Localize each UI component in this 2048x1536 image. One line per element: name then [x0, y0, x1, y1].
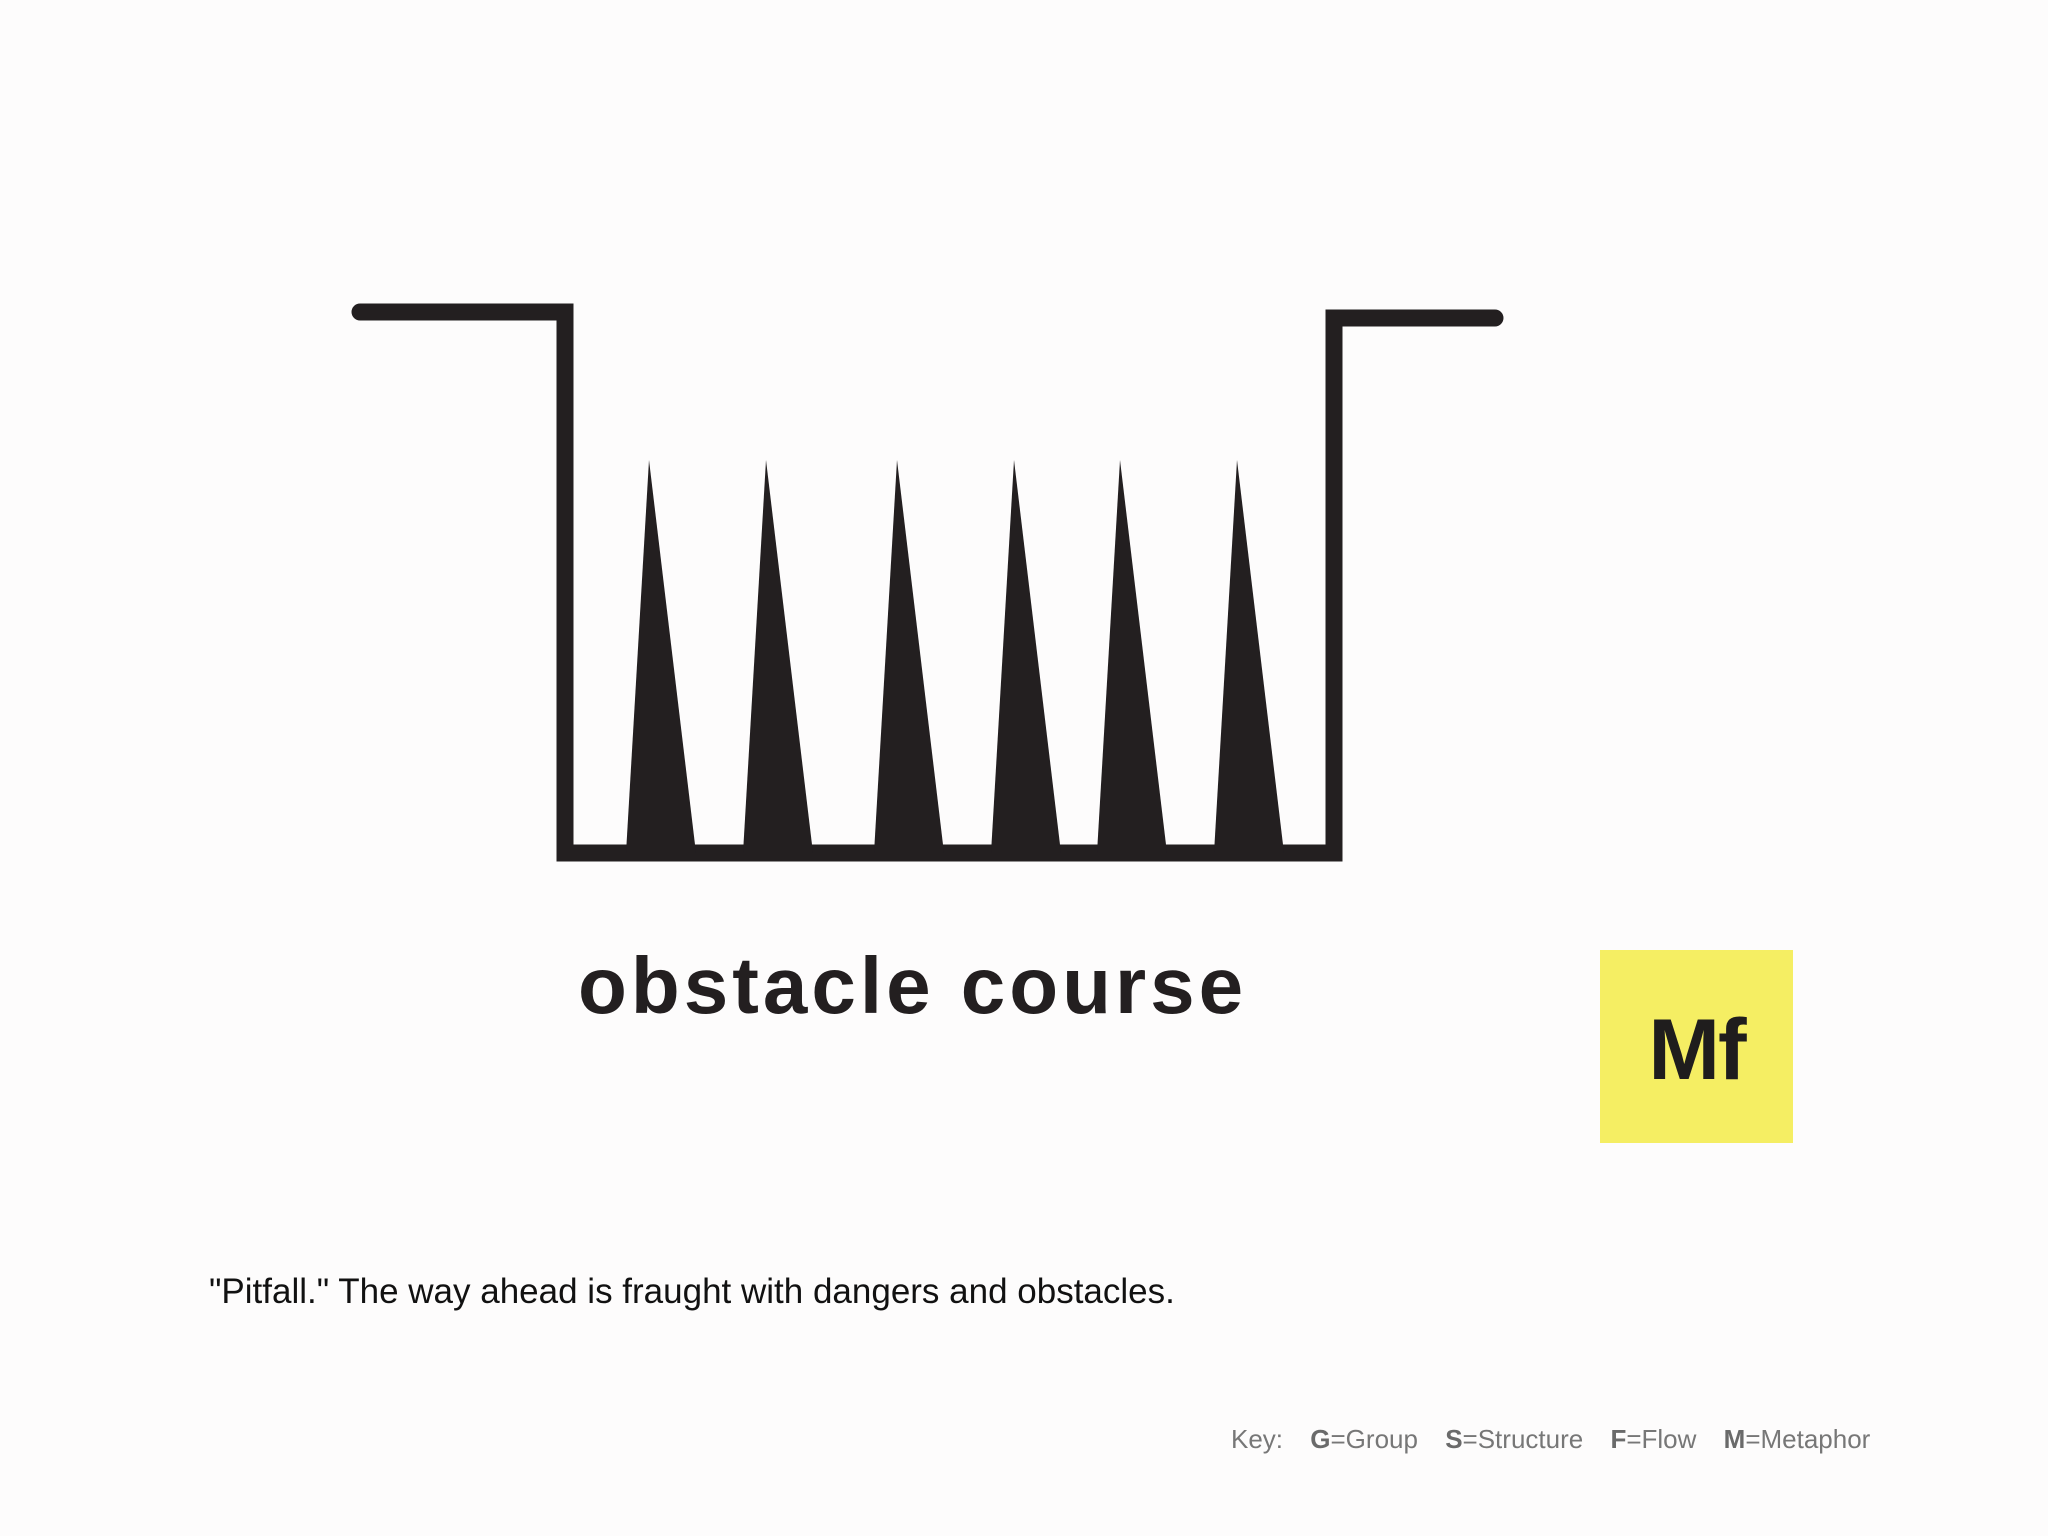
- key-entry-structure: S=Structure: [1445, 1424, 1584, 1454]
- spike-3: [874, 460, 944, 853]
- spike-4: [991, 460, 1061, 853]
- spike-2: [743, 460, 813, 853]
- key-entry-group: G=Group: [1310, 1424, 1418, 1454]
- spike-6: [1214, 460, 1284, 853]
- spike-1: [626, 460, 696, 853]
- figure-title: obstacle course: [578, 941, 1248, 1030]
- key-prefix: Key:: [1231, 1424, 1284, 1454]
- key-entry-flow: F=Flow: [1610, 1424, 1697, 1454]
- key-entry-metaphor: M=Metaphor: [1723, 1424, 1871, 1454]
- pit-outline: [351, 303, 1504, 862]
- badge-label: Mf: [1648, 1002, 1746, 1098]
- spike-5: [1097, 460, 1167, 853]
- legend-key: Key: G=Group S=Structure F=Flow M=Metaph…: [1231, 1424, 1870, 1455]
- metaphor-badge: Mf: [1600, 950, 1793, 1143]
- caption: "Pitfall." The way ahead is fraught with…: [209, 1272, 1175, 1311]
